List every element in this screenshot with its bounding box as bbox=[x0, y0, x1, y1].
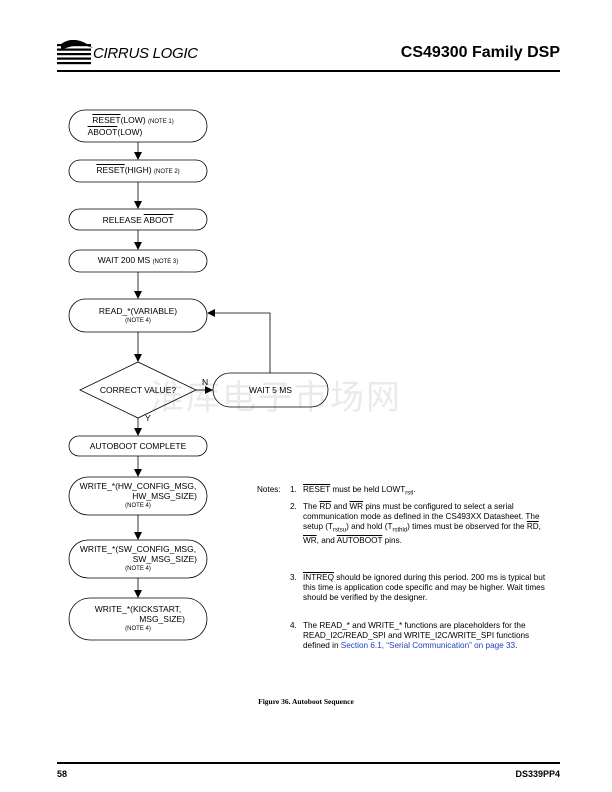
node-autoboot-complete-text: AUTOBOOT COMPLETE bbox=[89, 441, 187, 451]
section-link[interactable]: Section 6.1, “Serial Communication” on p… bbox=[340, 641, 516, 650]
watermark: 淮库电子市场网 bbox=[150, 378, 402, 418]
node-wait-5ms bbox=[212, 372, 329, 408]
node-write-hw-config-text: WRITE_*(HW_CONFIG_MSG, HW_MSG_SIZE) (NOT… bbox=[79, 481, 197, 509]
document-title: CS49300 Family DSP bbox=[400, 44, 560, 61]
document-id: DS339PP4 bbox=[515, 769, 560, 779]
decision-text: CORRECT VALUE? bbox=[99, 385, 177, 395]
node-reset-high-text: RESET(HIGH) (NOTE 2) bbox=[96, 165, 180, 175]
node-write-kickstart bbox=[68, 597, 208, 641]
footer-rule bbox=[57, 762, 560, 764]
header-rule bbox=[57, 70, 560, 72]
notes-heading: Notes: bbox=[257, 485, 281, 494]
node-reset-aboot-low-text: RESET(LOW) (NOTE 1) ABOOT(LOW) bbox=[87, 115, 174, 137]
logo-wordmark: CIRRUS LOGIC bbox=[93, 45, 198, 62]
note-4: 4. The READ_* and WRITE_* functions are … bbox=[290, 621, 530, 650]
note-1: 1. RESET must be held LOWTrstl. bbox=[290, 485, 416, 497]
page-number: 58 bbox=[57, 769, 68, 779]
note-3: 3. INTREQ should be ignored during this … bbox=[290, 573, 546, 602]
node-write-sw-config-text: WRITE_*(SW_CONFIG_MSG, SW_MSG_SIZE) (NOT… bbox=[79, 544, 197, 572]
node-wait-5ms-text: WAIT 5 MS bbox=[249, 385, 292, 395]
cirrus-logic-logo-icon bbox=[57, 40, 93, 65]
figure-caption: Figure 36. Autoboot Sequence bbox=[258, 697, 354, 706]
node-wait-200ms-text: WAIT 200 MS (NOTE 3) bbox=[97, 255, 179, 265]
label-yes: Y bbox=[145, 413, 151, 423]
label-no: N bbox=[202, 377, 209, 387]
node-release-aboot-text: RELEASE ABOOT bbox=[102, 214, 174, 225]
node-write-kickstart-text: WRITE_*(KICKSTART, MSG_SIZE) (NOTE 4) bbox=[94, 604, 185, 632]
note-2: 2. The RD and WR pins must be configured… bbox=[290, 502, 541, 545]
node-read-variable-text: READ_*(VARIABLE) (NOTE 4) bbox=[98, 305, 178, 324]
